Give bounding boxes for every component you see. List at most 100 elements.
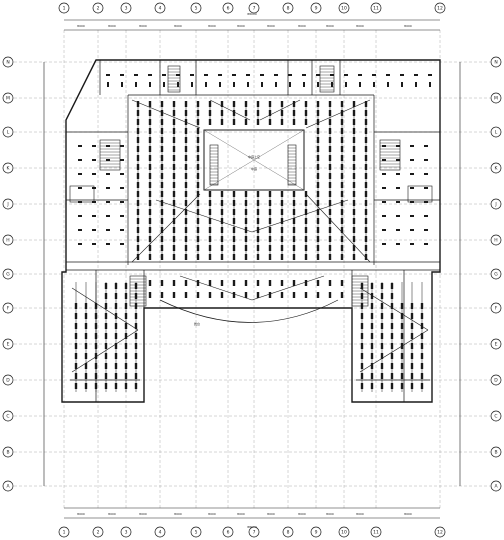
light-fixture xyxy=(78,187,82,189)
light-fixture xyxy=(410,145,414,147)
light-fixture xyxy=(92,145,96,147)
light-fixture xyxy=(219,82,221,87)
axis-bubble-top: 9 xyxy=(310,2,322,14)
light-fixture xyxy=(316,292,320,298)
dimension-value: 8000 xyxy=(356,24,364,28)
light-fixture xyxy=(410,215,414,217)
svg-text:H: H xyxy=(494,238,497,244)
dimension-value: 8000 xyxy=(208,512,216,516)
light-fixture xyxy=(120,145,124,147)
light-fixture xyxy=(256,280,260,286)
light-fixture xyxy=(256,292,260,298)
light-fixture xyxy=(172,280,176,286)
axis-bubble-bottom: 12 xyxy=(434,526,446,538)
svg-text:B: B xyxy=(494,450,497,456)
dimension-value: 8000 xyxy=(298,24,306,28)
axis-bubble-bottom: 5 xyxy=(190,526,202,538)
svg-text:5: 5 xyxy=(195,530,198,536)
light-fixture xyxy=(280,280,284,286)
light-fixture xyxy=(382,243,386,245)
axis-bubble-top: 11 xyxy=(370,2,382,14)
axis-bubble-left: N xyxy=(2,56,14,68)
light-fixture xyxy=(410,201,414,203)
light-fixture xyxy=(260,74,264,76)
light-fixture xyxy=(424,201,428,203)
light-fixture xyxy=(292,280,296,286)
axis-bubble-right: N xyxy=(490,56,502,68)
light-fixture xyxy=(396,159,400,161)
light-fixture xyxy=(410,229,414,231)
light-fixture xyxy=(372,74,376,76)
axis-bubble-left: E xyxy=(2,338,14,350)
light-fixture xyxy=(205,82,207,87)
light-fixture xyxy=(424,145,428,147)
dimension-value: 8000 xyxy=(237,24,245,28)
light-fixture xyxy=(163,82,165,87)
dimension-value: 8000 xyxy=(267,512,275,516)
axis-bubble-left: D xyxy=(2,374,14,386)
light-fixture xyxy=(275,82,277,87)
light-fixture xyxy=(317,82,319,87)
svg-text:9: 9 xyxy=(315,6,318,12)
light-fixture xyxy=(268,280,272,286)
light-fixture xyxy=(382,201,386,203)
svg-text:G: G xyxy=(6,272,10,278)
light-fixture xyxy=(92,243,96,245)
light-fixture xyxy=(244,292,248,298)
svg-text:1: 1 xyxy=(63,530,66,536)
light-fixture xyxy=(92,173,96,175)
light-fixture xyxy=(107,82,109,87)
light-fixture xyxy=(218,74,222,76)
axis-bubble-bottom: 1 xyxy=(58,526,70,538)
svg-text:E: E xyxy=(495,342,498,348)
light-fixture xyxy=(359,82,361,87)
light-fixture xyxy=(92,159,96,161)
light-fixture xyxy=(120,74,124,76)
axis-bubble-right: J xyxy=(490,198,502,210)
axis-bubble-right: K xyxy=(490,162,502,174)
dimension-value: 8000 xyxy=(326,512,334,516)
svg-text:A: A xyxy=(6,484,10,490)
axis-bubble-bottom: 10 xyxy=(338,526,350,538)
light-fixture xyxy=(410,243,414,245)
light-fixture xyxy=(382,187,386,189)
axis-bubble-bottom: 11 xyxy=(370,526,382,538)
svg-text:12: 12 xyxy=(437,530,443,536)
svg-text:2: 2 xyxy=(97,6,100,12)
light-fixture xyxy=(396,187,400,189)
axis-bubble-top: 10 xyxy=(338,2,350,14)
light-fixture xyxy=(190,74,194,76)
axis-bubble-bottom: 8 xyxy=(282,526,294,538)
atrium-void xyxy=(203,129,305,191)
svg-text:7: 7 xyxy=(253,530,256,536)
axis-bubble-right: L xyxy=(490,126,502,138)
total-dimension-bottom: 88000 xyxy=(247,525,257,529)
svg-text:1: 1 xyxy=(63,6,66,12)
light-fixture xyxy=(191,82,193,87)
light-fixture xyxy=(172,292,176,298)
svg-text:11: 11 xyxy=(373,530,379,536)
light-fixture xyxy=(328,292,332,298)
light-fixture xyxy=(220,280,224,286)
axis-bubble-bottom: 9 xyxy=(310,526,322,538)
axis-bubble-left: F xyxy=(2,302,14,314)
light-fixture xyxy=(148,74,152,76)
light-fixture xyxy=(340,292,344,298)
light-fixture xyxy=(106,74,110,76)
svg-text:10: 10 xyxy=(341,6,347,12)
dimension-value: 8000 xyxy=(108,24,116,28)
light-fixture xyxy=(373,82,375,87)
interior-walls xyxy=(66,60,440,402)
light-fixture xyxy=(92,187,96,189)
light-fixture xyxy=(415,82,417,87)
light-fixture xyxy=(78,215,82,217)
light-fixture xyxy=(382,145,386,147)
axis-bubble-top: 8 xyxy=(282,2,294,14)
light-fixture xyxy=(134,74,138,76)
axis-bubble-left: K xyxy=(2,162,14,174)
light-fixture xyxy=(345,82,347,87)
axis-bubble-bottom: 4 xyxy=(154,526,166,538)
axis-bubble-top: 2 xyxy=(92,2,104,14)
atrium-note: 中庭 xyxy=(251,166,257,171)
light-fixture xyxy=(396,145,400,147)
